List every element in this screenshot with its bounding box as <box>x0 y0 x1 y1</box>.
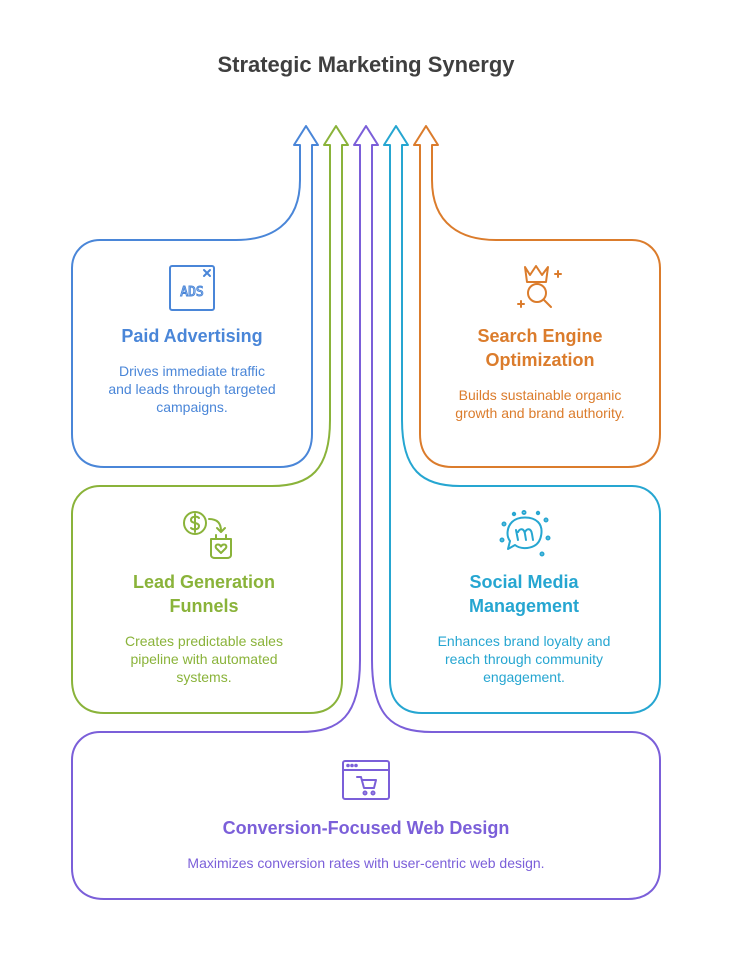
community-bubble-icon <box>499 510 551 557</box>
lead-generation-title: Lead Generation Funnels <box>132 572 276 616</box>
seo-card: Search Engine Optimization Builds sustai… <box>440 324 640 422</box>
social-media-description: Enhances brand loyalty and reach through… <box>437 633 611 685</box>
web-design-card: Conversion-Focused Web Design Maximizes … <box>92 816 640 872</box>
paid-advertising-description: Drives immediate traffic and leads throu… <box>108 363 276 415</box>
diagram-title: Strategic Marketing Synergy <box>217 52 515 77</box>
ads-window-icon: ADS <box>169 265 215 311</box>
lead-generation-arrow-shape <box>71 125 349 714</box>
seo-arrow-shape <box>413 125 661 468</box>
social-media-title: Social Media Management <box>468 572 580 616</box>
paid-advertising-title: Paid Advertising <box>121 326 263 346</box>
ads-icon-label: ADS <box>180 285 203 300</box>
web-design-title: Conversion-Focused Web Design <box>222 818 510 838</box>
paid-advertising-card: Paid Advertising Drives immediate traffi… <box>92 324 292 416</box>
web-design-description: Maximizes conversion rates with user-cen… <box>187 855 545 871</box>
crown-magnifier-icon <box>517 265 562 308</box>
seo-description: Builds sustainable organic growth and br… <box>455 387 625 421</box>
lead-generation-card: Lead Generation Funnels Creates predicta… <box>92 570 316 686</box>
lead-generation-description: Creates predictable sales pipeline with … <box>125 633 283 685</box>
browser-cart-icon <box>342 760 390 800</box>
dollar-to-heart-bag-icon <box>183 511 232 559</box>
social-media-card: Social Media Management Enhances brand l… <box>412 570 636 686</box>
paid-advertising-arrow-shape <box>71 125 319 468</box>
web-design-arrow-shape <box>71 125 661 900</box>
social-media-arrow-shape <box>383 125 661 714</box>
seo-title: Search Engine Optimization <box>477 326 603 370</box>
